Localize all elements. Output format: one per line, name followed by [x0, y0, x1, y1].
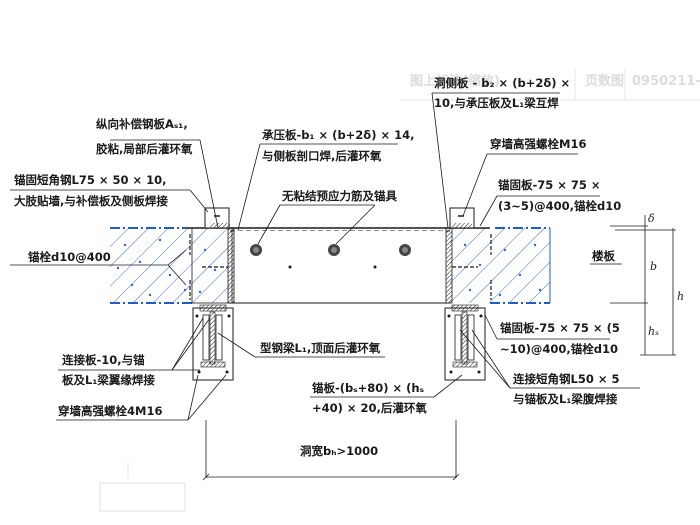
- svg-text:(3~5)@400,锚栓d10: (3~5)@400,锚栓d10: [498, 199, 621, 213]
- ghost-title: 图上标注(缩放): [410, 73, 500, 89]
- dim-hs: hₛ: [648, 325, 659, 338]
- label-through-bolt-bottom: 穿墙高强螺栓4M16: [58, 404, 162, 418]
- prestress-tendons: [250, 244, 411, 269]
- left-steel-beam-assembly: [192, 304, 234, 381]
- dim-h: h: [677, 290, 684, 303]
- label-steel-beam: 型钢梁L₁,顶面后灌环氧: [260, 341, 381, 355]
- aggregate-dots: [116, 238, 217, 297]
- label-through-bolt-top: 穿墙高强螺栓M16: [490, 137, 586, 151]
- leader-lines: [10, 92, 640, 421]
- label-anchor-angle: 锚固短角钢L75 × 50 × 10, 大肢贴墙,与补偿板及侧板焊接: [14, 173, 168, 208]
- svg-text:与锚板及L₁梁腹焊接: 与锚板及L₁梁腹焊接: [513, 392, 618, 406]
- dimension-lines: [202, 215, 676, 481]
- svg-text:胶粘,局部后灌环氧: 胶粘,局部后灌环氧: [96, 142, 193, 156]
- wall-opening: [234, 231, 446, 303]
- svg-text:锚板-(bₛ+80) × (hₛ: 锚板-(bₛ+80) × (hₛ: [312, 381, 425, 395]
- ghost-col3: 0950211-: [632, 74, 700, 89]
- label-anchor-plate-top: 锚固板-75 × 75 × (3~5)@400,锚栓d10: [498, 178, 621, 213]
- svg-text:与侧板剖口焊,后灌环氧: 与侧板剖口焊,后灌环氧: [262, 149, 382, 163]
- left-anchor-angle: [204, 207, 230, 229]
- right-anchor-angle: [449, 207, 475, 229]
- svg-text:洞侧板 - b₂ × (b+2δ) ×: 洞侧板 - b₂ × (b+2δ) ×: [434, 76, 570, 90]
- svg-text:+40) × 20,后灌环氧: +40) × 20,后灌环氧: [312, 401, 427, 415]
- label-prestress-tendon: 无粘结预应力筋及锚具: [281, 189, 397, 203]
- label-anchor-bolt: 锚栓d10@400: [28, 250, 111, 264]
- label-anchor-plate-bottom: 锚固板-75 × 75 × (5 ~10)@400,锚栓d10: [500, 321, 620, 356]
- tendon-anchor: [399, 244, 411, 256]
- svg-text:大肢贴墙,与补偿板及侧板焊接: 大肢贴墙,与补偿板及侧板焊接: [14, 194, 168, 208]
- svg-text:锚固板-75 × 75 ×: 锚固板-75 × 75 ×: [498, 178, 601, 192]
- anchor-bolts-left: [189, 234, 228, 300]
- label-connecting-plate: 连接板-10,与锚 板及L₁梁翼缘焊接: [62, 353, 155, 387]
- left-side-plate: [227, 227, 235, 304]
- dim-b: b: [650, 260, 657, 273]
- ghost-title-block: 图上标注(缩放) 页数图 0950211-: [400, 68, 700, 101]
- right-concrete-slab: [450, 227, 551, 304]
- tendon-anchor: [328, 244, 340, 256]
- ghost-detail: [99, 462, 186, 512]
- ghost-col2: 页数图: [585, 73, 624, 89]
- label-connecting-angle: 连接短角钢L50 × 5 与锚板及L₁梁腹焊接: [513, 372, 619, 406]
- svg-text:锚固短角钢L75 × 50 × 10,: 锚固短角钢L75 × 50 × 10,: [14, 173, 167, 187]
- tendon-anchor: [250, 244, 262, 256]
- svg-text:~10)@400,锚栓d10: ~10)@400,锚栓d10: [500, 342, 618, 356]
- label-compensation-plate: 纵向补偿钢板Aₛ₁, 胶粘,局部后灌环氧: [96, 117, 193, 156]
- svg-text:锚固板-75 × 75 × (5: 锚固板-75 × 75 × (5: [500, 321, 620, 335]
- right-steel-beam-assembly: [444, 304, 486, 381]
- right-side-plate: [445, 227, 453, 304]
- svg-text:承压板-b₁ × (b+2δ) × 14,: 承压板-b₁ × (b+2δ) × 14,: [261, 128, 414, 142]
- svg-text:纵向补偿钢板Aₛ₁,: 纵向补偿钢板Aₛ₁,: [96, 117, 188, 131]
- svg-text:板及L₁梁翼缘焊接: 板及L₁梁翼缘焊接: [62, 373, 155, 387]
- label-anchor-slab: 锚板-(bₛ+80) × (hₛ +40) × 20,后灌环氧: [312, 381, 427, 415]
- left-concrete-slab: [110, 227, 233, 304]
- aggregate-dots: [463, 243, 542, 297]
- label-bearing-plate: 承压板-b₁ × (b+2δ) × 14, 与侧板剖口焊,后灌环氧: [261, 128, 414, 163]
- svg-text:10,与承压板及L₁梁互焊: 10,与承压板及L₁梁互焊: [434, 96, 559, 110]
- anchor-bolts-right: [452, 234, 492, 300]
- svg-text:连接板-10,与锚: 连接板-10,与锚: [62, 353, 145, 367]
- dim-delta: δ: [648, 212, 655, 225]
- svg-text:连接短角钢L50 × 5: 连接短角钢L50 × 5: [513, 372, 619, 386]
- label-opening-width: 洞宽bₕ>1000: [300, 444, 378, 458]
- label-opening-side-plate: 洞侧板 - b₂ × (b+2δ) × 10,与承压板及L₁梁互焊: [434, 76, 570, 110]
- label-floor-slab: 楼板: [592, 249, 615, 263]
